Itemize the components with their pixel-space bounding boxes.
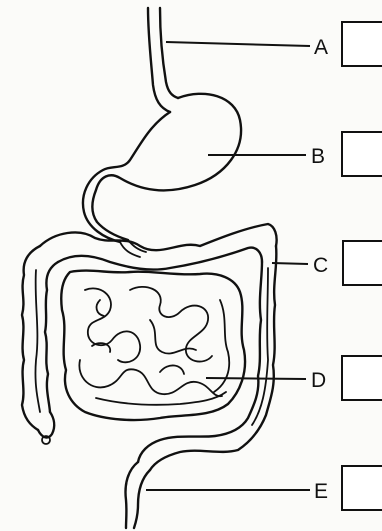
leader-lines bbox=[146, 42, 310, 490]
esophagus bbox=[148, 8, 178, 112]
rectum bbox=[126, 462, 151, 528]
answer-box-d[interactable] bbox=[342, 356, 382, 400]
label-letter-d: D bbox=[311, 369, 326, 392]
leader-line-a bbox=[166, 42, 310, 46]
large-intestine bbox=[22, 224, 277, 470]
label-letter-c: C bbox=[313, 254, 328, 277]
label-letter-e: E bbox=[314, 480, 328, 503]
leader-line-c bbox=[272, 263, 308, 264]
stomach bbox=[83, 94, 241, 242]
answer-box-b[interactable] bbox=[342, 132, 382, 176]
label-letter-a: A bbox=[314, 36, 328, 59]
answer-boxes bbox=[342, 22, 382, 510]
small-intestine bbox=[61, 271, 245, 420]
answer-box-a[interactable] bbox=[342, 22, 382, 66]
leader-line-d bbox=[206, 378, 306, 379]
answer-box-e[interactable] bbox=[342, 466, 382, 510]
label-letters: A B C D E bbox=[311, 36, 328, 503]
answer-box-c[interactable] bbox=[343, 241, 382, 285]
label-letter-b: B bbox=[311, 145, 325, 168]
